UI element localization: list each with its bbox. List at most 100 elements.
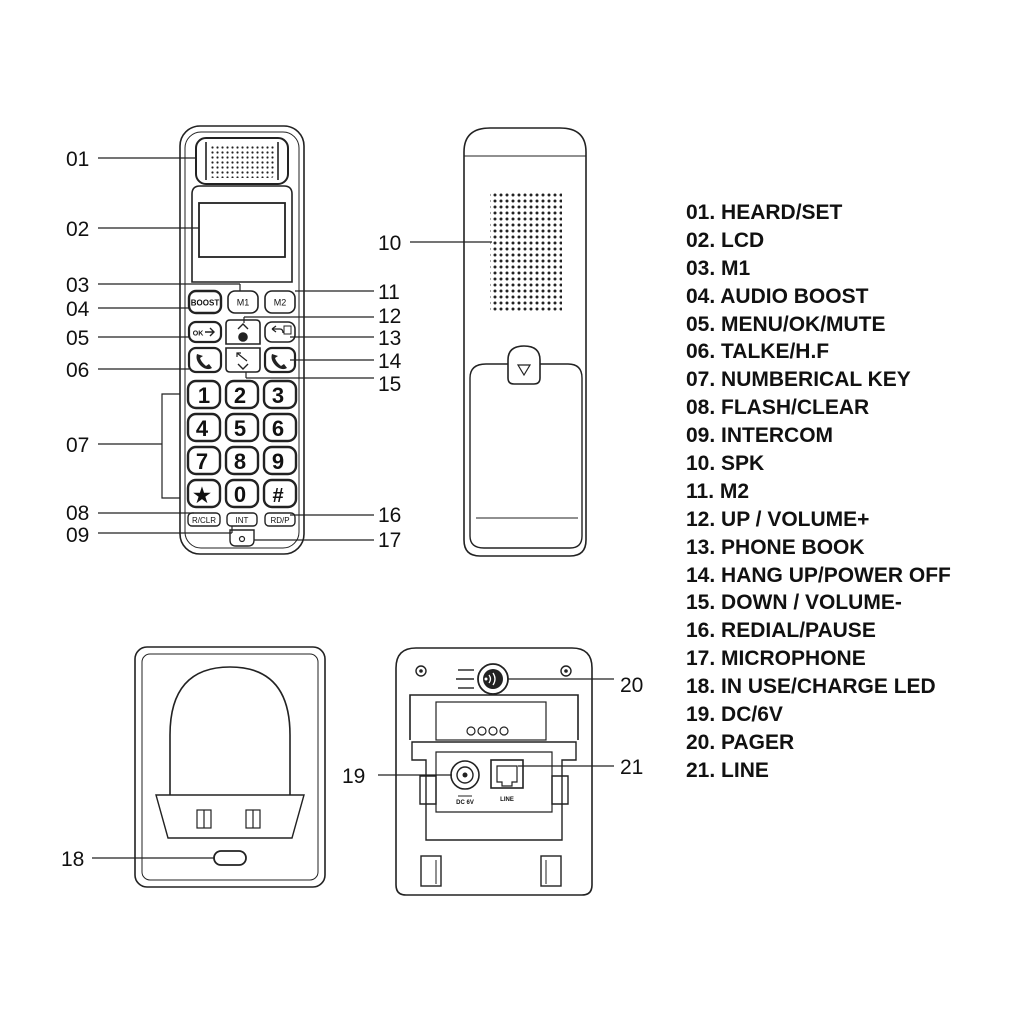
legend-item: 14. HANG UP/POWER OFF <box>686 563 951 587</box>
dc-jack[interactable]: DC 6V <box>450 760 480 806</box>
legend-item: 06. TALKE/H.F <box>686 340 830 364</box>
screw <box>560 665 572 677</box>
base-back: DC 6V LINE <box>395 647 593 896</box>
svg-text:DC 6V: DC 6V <box>456 800 474 806</box>
svg-text:4: 4 <box>196 416 209 441</box>
legend-item: 20. PAGER <box>686 730 795 754</box>
svg-text:M2: M2 <box>274 298 287 308</box>
callout-14: 14 <box>378 350 402 373</box>
handset-buttons: BOOST M1 M2 OK <box>186 289 298 547</box>
parts-legend: 01. HEARD/SET 02. LCD 03. M1 04. AUDIO B… <box>686 199 951 785</box>
phonebook-button[interactable] <box>264 321 296 343</box>
callout-04: 04 <box>66 298 90 321</box>
svg-text:1: 1 <box>198 383 210 408</box>
legend-item: 21. LINE <box>686 758 769 782</box>
book-icon <box>283 325 292 335</box>
callout-19: 19 <box>342 765 365 788</box>
svg-text:6: 6 <box>272 416 284 441</box>
screw <box>415 665 427 677</box>
speaker-grille <box>490 192 562 312</box>
line-jack[interactable]: LINE <box>490 759 524 803</box>
microphone <box>229 529 255 547</box>
callout-09: 09 <box>66 524 89 547</box>
legend-item: 08. FLASH/CLEAR <box>686 396 870 420</box>
legend-item: 01. HEARD/SET <box>686 201 843 224</box>
talk-handsfree-button[interactable] <box>187 346 223 374</box>
mute-icon <box>238 332 248 342</box>
key-hash[interactable]: # <box>262 478 298 509</box>
key-9[interactable]: 9 <box>262 445 298 476</box>
nav-up-button[interactable] <box>225 319 261 345</box>
key-5[interactable]: 5 <box>224 412 260 443</box>
callout-17: 17 <box>378 529 401 552</box>
svg-text:M1: M1 <box>237 298 250 308</box>
m2-button[interactable]: M2 <box>264 290 296 314</box>
callout-02: 02 <box>66 218 89 241</box>
intercom-icon <box>236 352 248 362</box>
callout-16: 16 <box>378 504 401 527</box>
legend-item: 02. LCD <box>686 228 765 252</box>
key-star[interactable]: ★ <box>186 478 222 509</box>
charge-led <box>213 850 247 866</box>
svg-text:0: 0 <box>234 482 246 507</box>
handset-front <box>179 125 305 555</box>
callout-20: 20 <box>620 674 643 697</box>
flash-clear-button[interactable]: R/CLR <box>187 512 221 527</box>
legend-item: 10. SPK <box>686 452 765 476</box>
svg-text:#: # <box>272 485 283 507</box>
callout-numbers: 01 02 03 04 05 06 07 08 09 11 12 13 14 1… <box>61 148 643 871</box>
legend-item: 03. M1 <box>686 256 751 280</box>
key-4[interactable]: 4 <box>186 412 222 443</box>
svg-text:3: 3 <box>272 383 284 408</box>
callout-12: 12 <box>378 305 401 328</box>
callout-15: 15 <box>378 373 401 396</box>
svg-text:BOOST: BOOST <box>191 299 220 308</box>
legend-item: 04. AUDIO BOOST <box>686 284 869 308</box>
svg-text:8: 8 <box>234 449 246 474</box>
battery-cover <box>469 363 583 549</box>
triangle-down-icon <box>516 364 532 377</box>
legend-item: 05. MENU/OK/MUTE <box>686 312 886 336</box>
callout-11: 11 <box>378 281 400 304</box>
intercom-button[interactable]: INT <box>226 512 258 527</box>
charging-contacts <box>196 809 261 829</box>
callout-21: 21 <box>620 756 643 779</box>
key-3[interactable]: 3 <box>262 379 298 410</box>
pager-icon <box>488 672 496 686</box>
redial-pause-button[interactable]: RD/P <box>264 512 296 527</box>
boost-button[interactable]: BOOST <box>187 289 223 315</box>
key-0[interactable]: 0 <box>224 478 260 509</box>
callout-08: 08 <box>66 502 89 525</box>
key-6[interactable]: 6 <box>262 412 298 443</box>
svg-text:★: ★ <box>193 485 211 507</box>
key-7[interactable]: 7 <box>186 445 222 476</box>
legend-item: 16. REDIAL/PAUSE <box>686 619 876 643</box>
legend-item: 09. INTERCOM <box>686 424 834 448</box>
callout-13: 13 <box>378 327 401 350</box>
callout-01: 01 <box>66 148 89 171</box>
key-2[interactable]: 2 <box>224 379 260 410</box>
m1-button[interactable]: M1 <box>227 290 259 314</box>
nav-down-button[interactable] <box>225 347 261 373</box>
svg-text:INT: INT <box>236 516 249 525</box>
numeric-keypad: 1 2 3 4 5 6 7 <box>186 379 298 509</box>
contact-pins <box>466 726 509 736</box>
legend-item: 07. NUMBERICAL KEY <box>686 368 911 392</box>
callout-10: 10 <box>378 232 401 255</box>
legend-item: 18. IN USE/CHARGE LED <box>686 675 936 699</box>
callout-07: 07 <box>66 434 89 457</box>
svg-text:LINE: LINE <box>500 797 514 803</box>
key-8[interactable]: 8 <box>224 445 260 476</box>
legend-item: 17. MICROPHONE <box>686 647 866 671</box>
svg-text:OK: OK <box>193 331 204 338</box>
legend-item: 19. DC/6V <box>686 703 783 727</box>
charger-cradle <box>134 646 326 888</box>
key-1[interactable]: 1 <box>186 379 222 410</box>
back-arrow-icon <box>271 325 284 334</box>
svg-text:9: 9 <box>272 449 284 474</box>
callout-18: 18 <box>61 848 84 871</box>
pager-button[interactable] <box>477 663 509 695</box>
menu-ok-mute-button[interactable]: OK <box>187 320 223 344</box>
svg-text:RD/P: RD/P <box>270 516 289 525</box>
